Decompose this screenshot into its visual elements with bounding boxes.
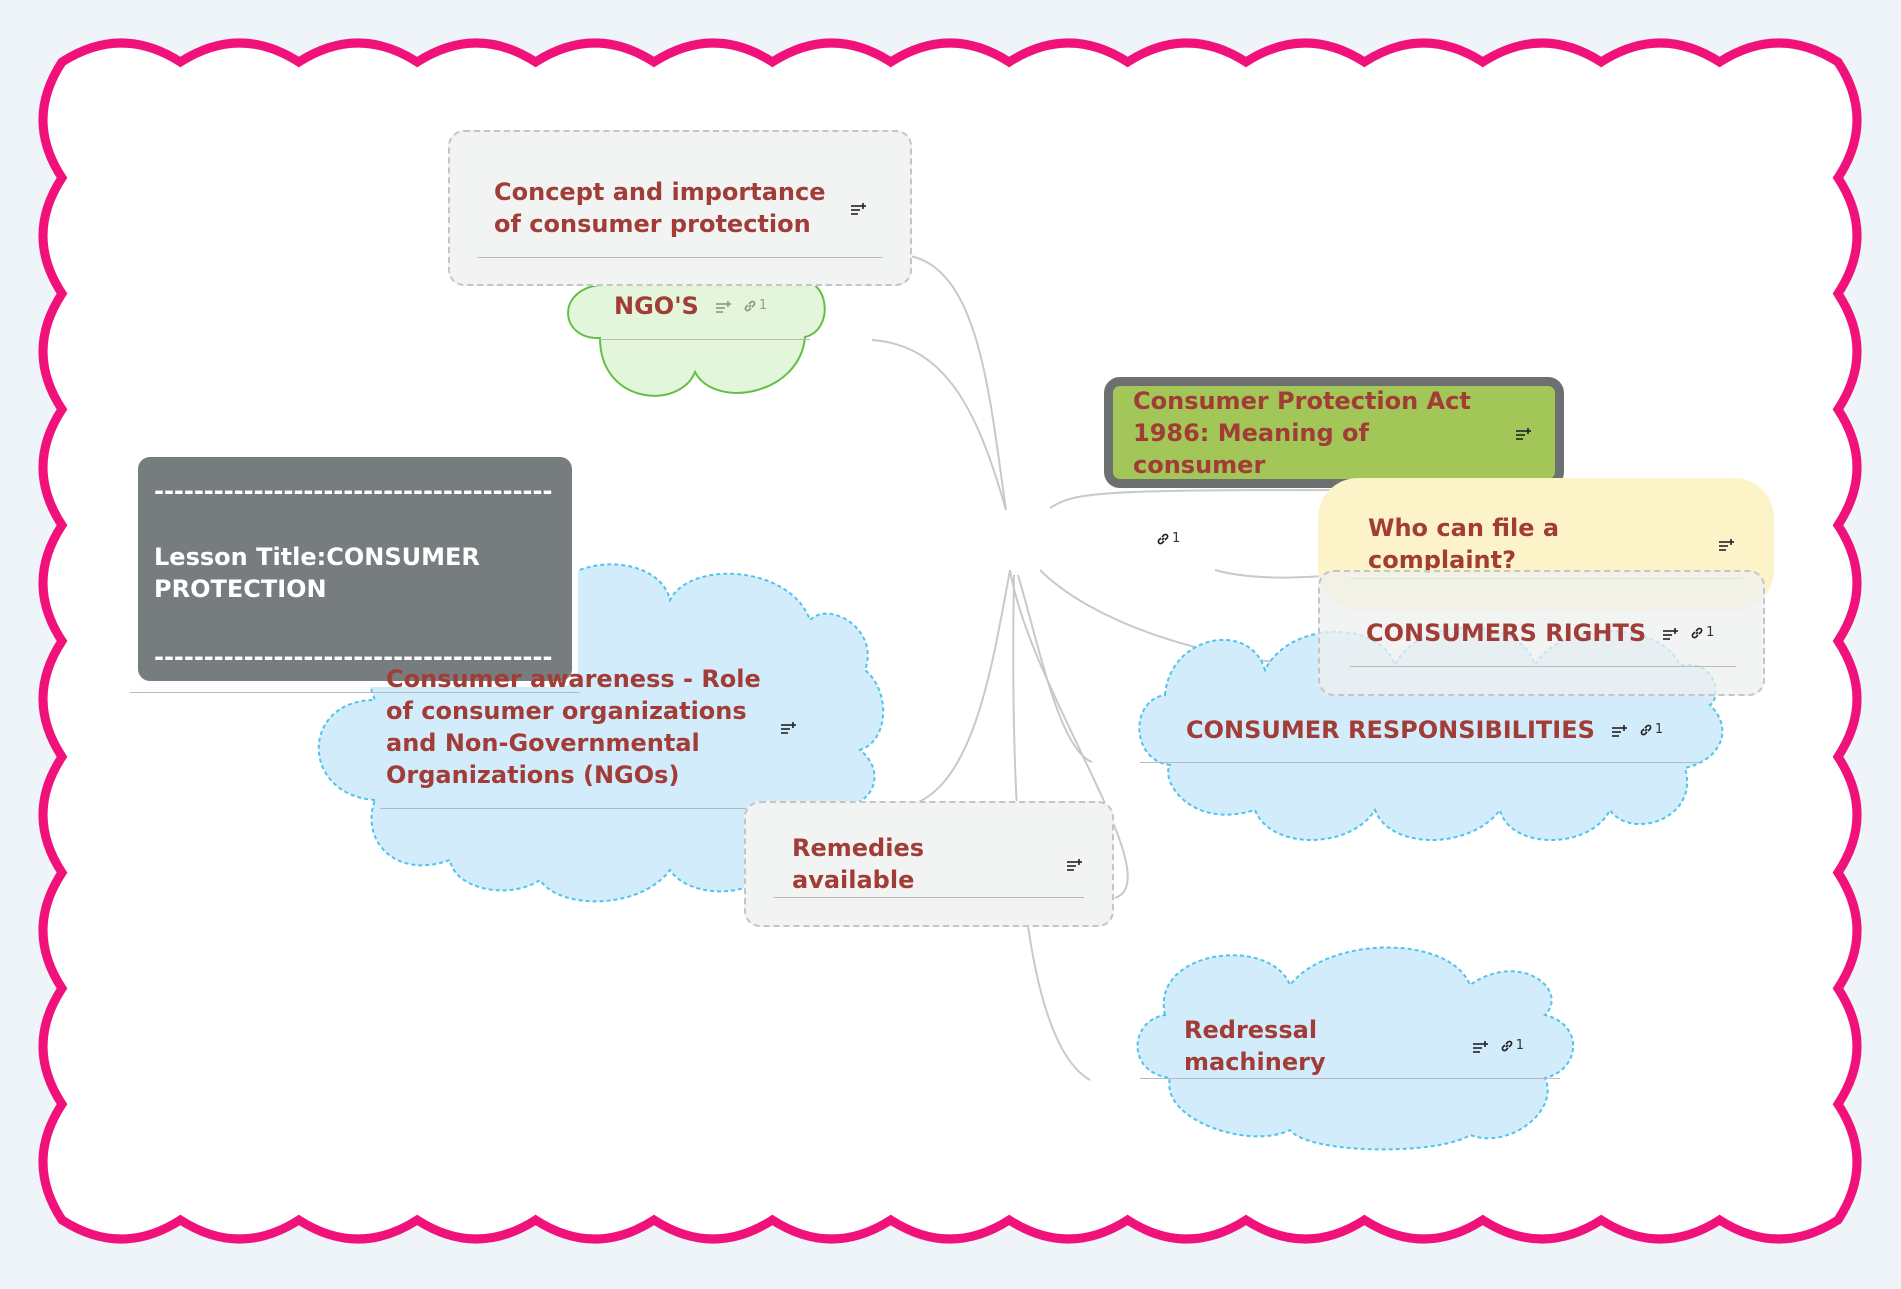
node-remedies-underline bbox=[774, 897, 1084, 898]
note-icon[interactable] bbox=[780, 711, 796, 743]
node-redressal-machinery-label: Redressal machinery bbox=[1184, 1016, 1326, 1076]
node-remedies[interactable]: Remedies available bbox=[744, 801, 1114, 927]
node-awareness-underline bbox=[130, 692, 580, 693]
link-badge[interactable]: 1 bbox=[743, 290, 767, 322]
title-dashes-top: ---------------------------------------- bbox=[154, 477, 553, 505]
note-icon[interactable] bbox=[1472, 1030, 1488, 1062]
link-icon bbox=[1157, 533, 1169, 544]
node-awareness-underline-2 bbox=[380, 808, 800, 809]
lesson-title: Lesson Title:CONSUMER PROTECTION bbox=[154, 543, 480, 603]
link-icon bbox=[1640, 724, 1652, 736]
connector-complaint bbox=[1214, 569, 1324, 579]
title-node[interactable]: ----------------------------------------… bbox=[138, 457, 572, 681]
link-count: 1 bbox=[1654, 722, 1664, 737]
note-icon[interactable] bbox=[1662, 617, 1679, 649]
node-ngos-label: NGO'S bbox=[614, 292, 699, 320]
link-icon bbox=[1691, 627, 1703, 639]
node-rights-underline bbox=[1350, 666, 1736, 667]
node-concept-underline bbox=[478, 257, 882, 258]
node-responsibilities-underline bbox=[1140, 762, 1700, 763]
link-icon bbox=[1501, 1040, 1513, 1052]
node-consumer-responsibilities[interactable]: CONSUMER RESPONSIBILITIES 1 bbox=[1186, 712, 1706, 748]
node-consumers-rights-label: CONSUMERS RIGHTS bbox=[1366, 619, 1647, 647]
scalloped-frame bbox=[38, 38, 1862, 1244]
node-remedies-label: Remedies available bbox=[792, 834, 925, 894]
connector-responsibilities bbox=[1017, 574, 1093, 763]
node-ngos-underline bbox=[600, 339, 810, 340]
connector-ngos bbox=[871, 339, 1007, 511]
node-consumer-protection-act-label: Consumer Protection Act 1986: Meaning of… bbox=[1133, 386, 1471, 479]
node-redressal-underline bbox=[1140, 1078, 1560, 1079]
link-badge[interactable]: 1 bbox=[1690, 617, 1714, 649]
node-consumer-responsibilities-label: CONSUMER RESPONSIBILITIES bbox=[1186, 716, 1595, 744]
link-count: 1 bbox=[758, 298, 768, 313]
connector-remedies bbox=[1009, 569, 1129, 899]
link-count: 1 bbox=[1172, 531, 1181, 546]
node-concept-importance[interactable]: Concept and importance of consumer prote… bbox=[448, 130, 912, 286]
connector-concept bbox=[909, 255, 1007, 511]
note-icon[interactable] bbox=[715, 290, 731, 322]
node-consumer-awareness-label: Consumer awareness - Role of consumer or… bbox=[386, 665, 761, 789]
node-consumer-awareness[interactable]: Consumer awareness - Role of consumer or… bbox=[386, 660, 796, 794]
note-icon[interactable] bbox=[1515, 417, 1531, 449]
node-consumers-rights[interactable]: CONSUMERS RIGHTS 1 bbox=[1318, 570, 1765, 696]
link-badge[interactable]: 1 bbox=[1639, 714, 1663, 746]
note-icon[interactable] bbox=[1611, 714, 1627, 746]
note-icon[interactable] bbox=[1718, 528, 1734, 560]
cloud-redressal-shape bbox=[1136, 946, 1575, 1151]
link-icon bbox=[744, 300, 756, 312]
note-icon[interactable] bbox=[1066, 848, 1082, 880]
floating-link-badge[interactable]: 1 bbox=[1156, 531, 1180, 546]
node-who-can-file-complaint-label: Who can file a complaint? bbox=[1368, 514, 1560, 574]
node-ngos[interactable]: NGO'S 1 bbox=[614, 286, 814, 326]
link-count: 1 bbox=[1706, 625, 1715, 640]
link-badge[interactable]: 1 bbox=[1500, 1030, 1524, 1062]
node-consumer-protection-act[interactable]: Consumer Protection Act 1986: Meaning of… bbox=[1104, 377, 1564, 488]
note-icon[interactable] bbox=[850, 192, 866, 224]
link-count: 1 bbox=[1515, 1038, 1524, 1053]
title-dashes-bottom: ---------------------------------------- bbox=[154, 643, 553, 671]
connector-awareness bbox=[897, 569, 1011, 809]
node-redressal-machinery[interactable]: Redressal machinery 1 bbox=[1184, 1016, 1524, 1076]
node-concept-importance-label: Concept and importance of consumer prote… bbox=[494, 178, 826, 238]
